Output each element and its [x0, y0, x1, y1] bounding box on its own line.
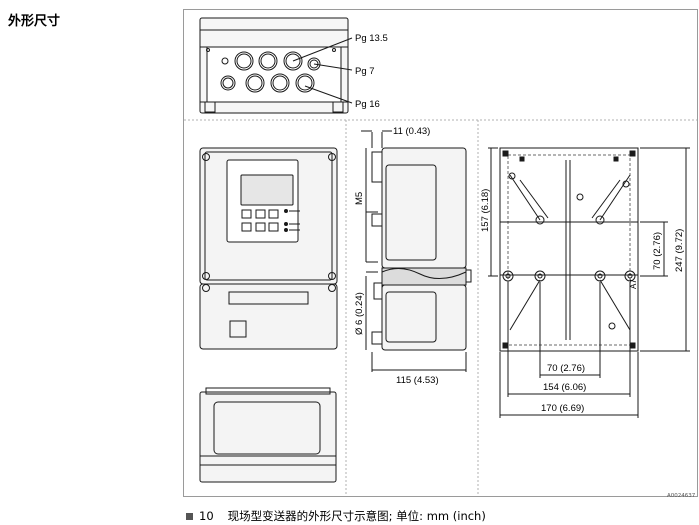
dim-154-label: 154 (6.06) — [543, 382, 586, 393]
a7-label: A7 — [629, 279, 638, 289]
dim-6-label: Ø 6 (0.24) — [354, 292, 365, 335]
bottom-view-housing — [199, 387, 337, 483]
pg16-label: Pg 16 — [355, 99, 380, 110]
figure-caption: 10 现场型变送器的外形尺寸示意图; 单位: mm (inch) — [186, 508, 486, 524]
pg135-label: Pg 13.5 — [355, 33, 388, 44]
dim-70-vertical-label: 70 (2.76) — [652, 232, 663, 270]
dim-247-label: 247 (9.72) — [674, 229, 685, 272]
drawing-frame — [183, 9, 698, 497]
panel-dividers — [184, 119, 697, 496]
dim-115-label: 115 (4.53) — [396, 375, 439, 386]
top-view-gland-plate — [199, 17, 349, 114]
front-view-housing — [199, 147, 338, 350]
back-view-dimensions — [488, 147, 690, 418]
gland-leader-lines — [292, 37, 353, 104]
pg7-label: Pg 7 — [355, 66, 375, 77]
dim-157-label: 157 (6.18) — [480, 189, 491, 232]
back-view-mounting-plate — [499, 147, 639, 352]
figure-number: 10 — [199, 509, 214, 523]
side-view-dimensions — [361, 130, 467, 372]
figure-code: A0024637 — [667, 493, 696, 499]
dim-11-label: 11 (0.43) — [393, 126, 430, 137]
side-view-housing — [371, 147, 472, 351]
dim-70-horizontal-label: 70 (2.76) — [547, 363, 585, 374]
figure-marker-icon — [186, 513, 193, 520]
m5-label: M5 — [354, 192, 365, 205]
section-title: 外形尺寸 — [8, 14, 61, 29]
dim-170-label: 170 (6.69) — [541, 403, 584, 414]
figure-caption-text: 现场型变送器的外形尺寸示意图; 单位: mm (inch) — [227, 509, 486, 523]
